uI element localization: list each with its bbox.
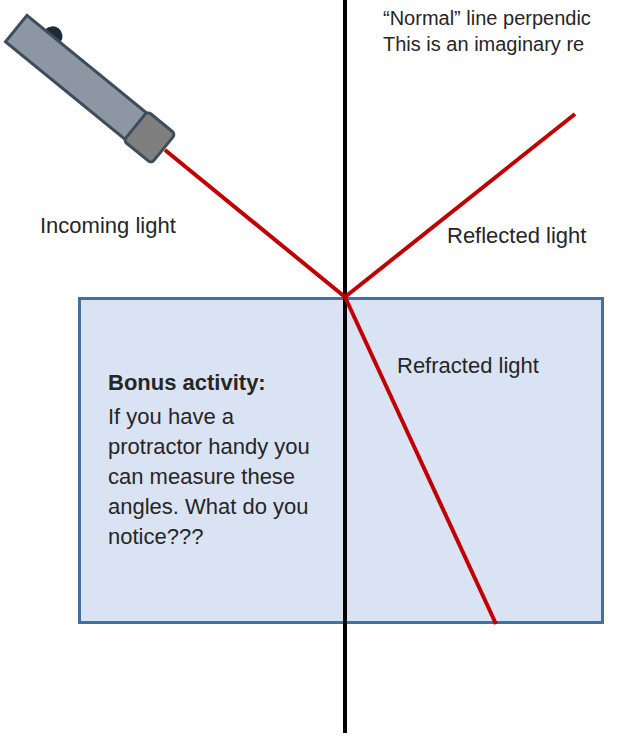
reflected-ray: [345, 114, 575, 297]
ray-label: Incoming light: [40, 212, 176, 240]
flashlight-head: [124, 111, 176, 163]
flashlight-body: [5, 15, 149, 141]
incoming-ray: [165, 150, 345, 297]
bonus-heading: Bonus activity:: [108, 369, 266, 397]
glass-block: [80, 299, 603, 623]
note-text: “Normal” line perpendic: [383, 6, 591, 31]
note-text: This is an imaginary re: [383, 32, 584, 57]
refracted-ray: [345, 297, 496, 624]
glass-block-node: Bonus activity: If you have a protractor …: [78, 297, 604, 624]
ray-label: Refracted light: [397, 352, 539, 380]
normal-line: [343, 0, 347, 733]
bonus-body: If you have a protractor handy you can m…: [108, 402, 330, 552]
flashlight: [4, 9, 180, 164]
ray-label: Reflected light: [447, 222, 586, 250]
